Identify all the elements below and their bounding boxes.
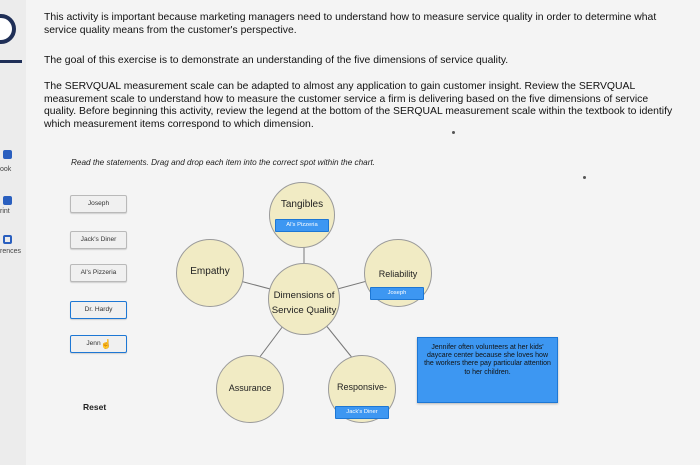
- drag-item-als-pizzeria[interactable]: Al's Pizzeria: [70, 264, 127, 282]
- decorative-dot: [452, 131, 455, 134]
- node-tangibles[interactable]: [269, 182, 335, 248]
- node-assurance-label: Assurance: [228, 383, 272, 393]
- center-label: Dimensions of Service Quality: [271, 290, 337, 316]
- book-icon[interactable]: [3, 150, 12, 159]
- hand-cursor-icon: ☝: [100, 339, 112, 349]
- service-quality-diagram: Tangibles Al's Pizzeria Empathy Reliabil…: [160, 170, 450, 440]
- drag-item-jennifer[interactable]: Jenn ☝: [70, 335, 127, 353]
- print-icon[interactable]: [3, 196, 12, 205]
- statement-card-jennifer[interactable]: Jennifer often volunteers at her kids' d…: [417, 337, 558, 403]
- intro-paragraph-2: The goal of this exercise is to demonstr…: [44, 55, 509, 66]
- intro-paragraph-1: This activity is important because marke…: [44, 12, 657, 36]
- sidebar-item-ebook-label[interactable]: ook: [0, 166, 12, 173]
- progress-ring-icon[interactable]: [0, 14, 16, 44]
- node-reliability-label: Reliability: [378, 269, 418, 279]
- node-center: [268, 263, 340, 335]
- decorative-dot: [583, 176, 586, 179]
- drag-item-jennifer-label: Jenn: [86, 340, 101, 347]
- reset-button[interactable]: Reset: [83, 402, 107, 412]
- drop-slot-responsiveness[interactable]: Jack's Diner: [335, 406, 389, 419]
- drag-item-dr-hardy[interactable]: Dr. Hardy: [70, 301, 127, 319]
- drop-slot-reliability[interactable]: Joseph: [370, 287, 424, 300]
- drag-item-joseph[interactable]: Joseph: [70, 195, 127, 213]
- drag-item-jacks-diner[interactable]: Jack's Diner: [70, 231, 127, 249]
- references-icon[interactable]: [3, 235, 12, 244]
- node-assurance[interactable]: [216, 355, 284, 423]
- sidebar-item-print-label[interactable]: rint: [0, 208, 10, 215]
- node-responsiveness-label: Responsive-: [336, 382, 388, 392]
- intro-paragraph-3: The SERVQUAL measurement scale can be ad…: [44, 81, 673, 130]
- activity-instruction: Read the statements. Drag and drop each …: [71, 158, 376, 167]
- divider: [0, 60, 22, 63]
- sidebar-item-references-label[interactable]: rences: [0, 248, 22, 255]
- node-empathy-label: Empathy: [190, 266, 230, 277]
- node-tangibles-label: Tangibles: [280, 199, 324, 210]
- node-empathy[interactable]: [176, 239, 244, 307]
- left-sidebar: ook rint rences: [0, 0, 26, 465]
- drop-slot-tangibles[interactable]: Al's Pizzeria: [275, 219, 329, 232]
